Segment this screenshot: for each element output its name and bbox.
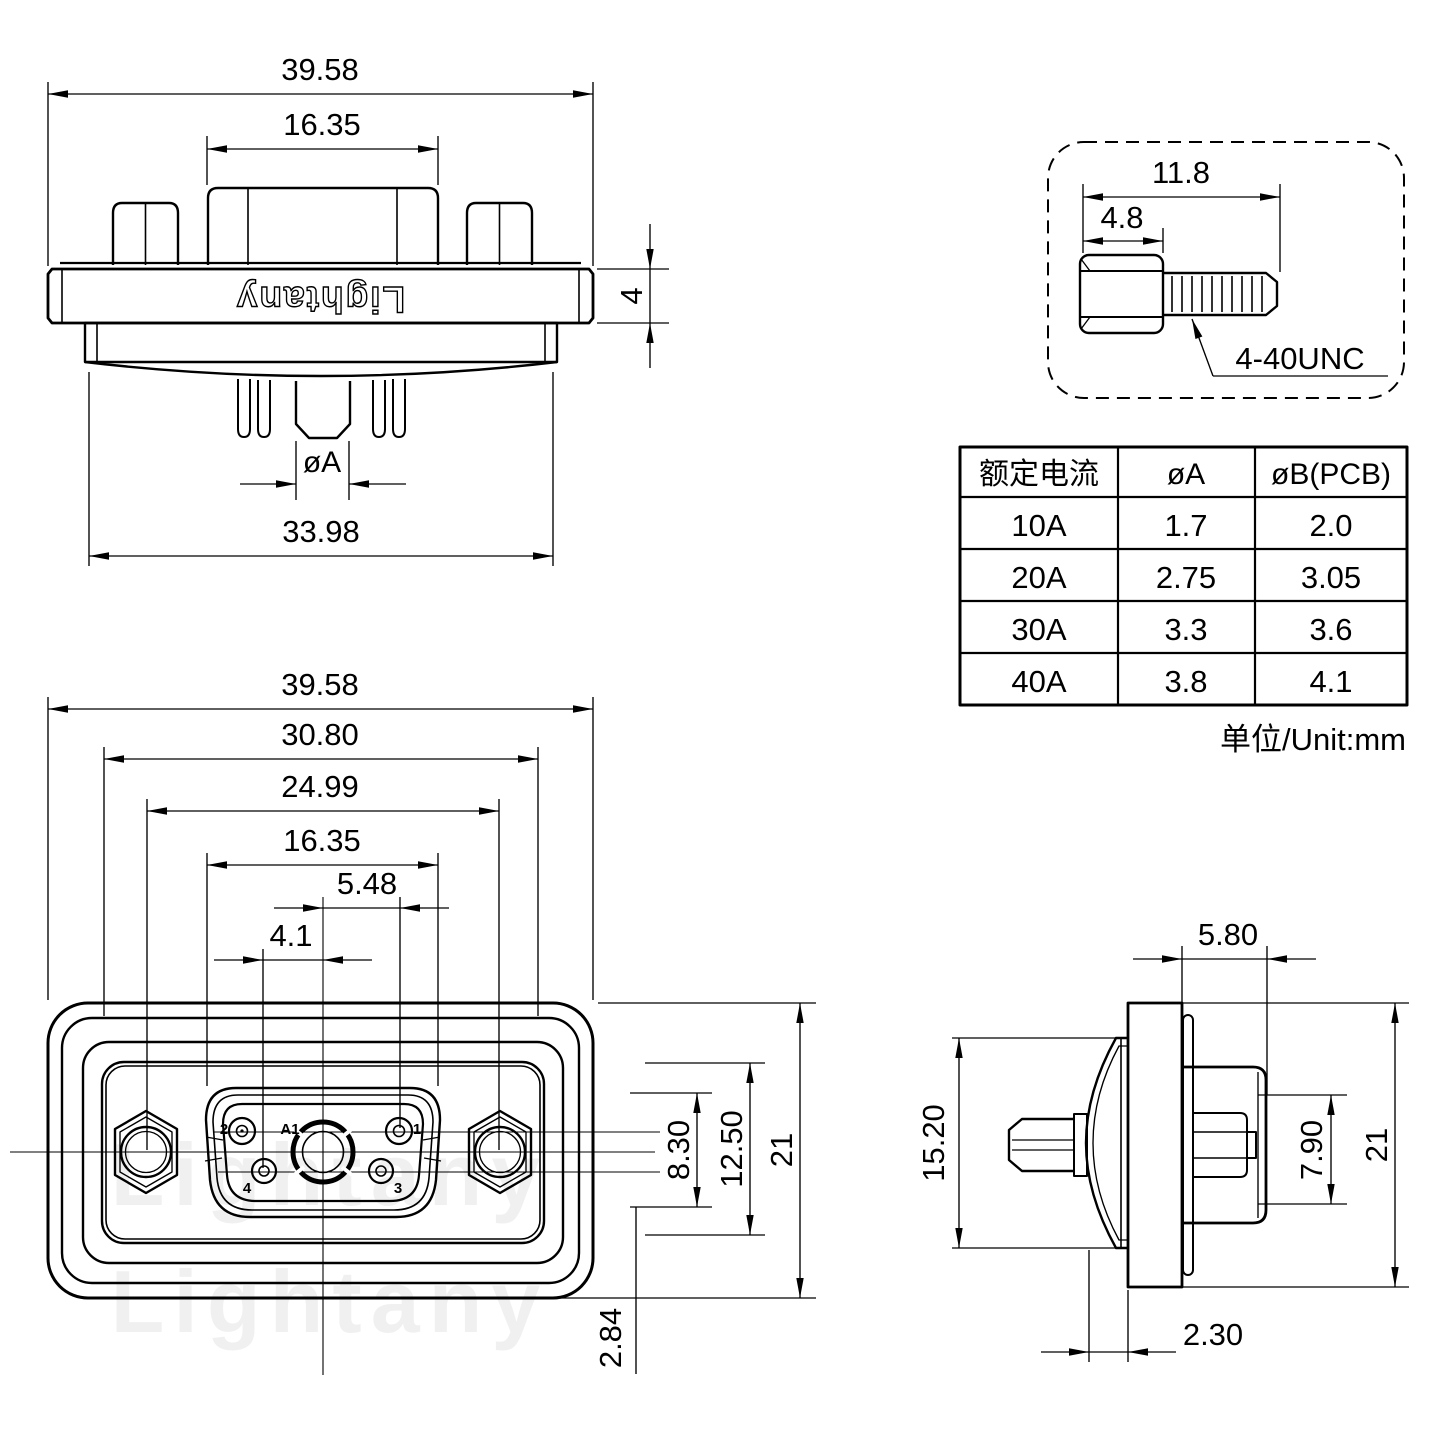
table-row: 10A 1.7 2.0 xyxy=(1011,508,1352,543)
dim-front-pin1-offset: 5.48 xyxy=(337,866,397,901)
cell-dia-b: 3.05 xyxy=(1301,560,1361,595)
table-row: 30A 3.3 3.6 xyxy=(1011,612,1352,647)
cell-dia-a: 3.8 xyxy=(1164,664,1207,699)
dim-side-shell-depth: 5.80 xyxy=(1198,917,1258,952)
unit-note: 单位/Unit:mm xyxy=(1220,722,1406,757)
side-view-part xyxy=(1007,1001,1268,1289)
dim-side-insulator-height: 7.90 xyxy=(1294,1120,1329,1180)
pin-label-4: 4 xyxy=(243,1180,252,1197)
table-row: 40A 3.8 4.1 xyxy=(1011,664,1352,699)
cell-dia-a: 3.3 xyxy=(1164,612,1207,647)
cell-dia-a: 2.75 xyxy=(1156,560,1216,595)
dim-side-dish-offset: 2.30 xyxy=(1183,1317,1243,1352)
dim-front-mount-spacing: 24.99 xyxy=(281,769,359,804)
watermark-text: Lightany xyxy=(111,1252,550,1351)
dim-front-shell-width: 16.35 xyxy=(283,823,361,858)
screw-part xyxy=(1078,253,1279,335)
detail-boundary xyxy=(1047,141,1405,399)
dim-front-overall-height: 21 xyxy=(764,1133,799,1167)
dim-screw-total-length: 11.8 xyxy=(1152,155,1210,190)
table-header-rated-current: 额定电流 xyxy=(979,458,1099,491)
top-view: 39.58 16.35 Lightany xyxy=(46,52,669,566)
screw-detail: 11.8 4.8 4-40UNC xyxy=(1047,141,1405,399)
cell-current: 40A xyxy=(1011,664,1066,699)
dim-front-opening-height: 12.50 xyxy=(714,1110,749,1188)
pin-label-3: 3 xyxy=(394,1180,402,1197)
pin-label-1: 1 xyxy=(413,1121,421,1138)
front-view-part xyxy=(46,1001,595,1300)
cell-dia-a: 1.7 xyxy=(1164,508,1207,543)
dim-top-shell-width: 16.35 xyxy=(283,107,361,142)
dim-top-flange-thickness: 4 xyxy=(614,287,649,304)
dim-front-body-width: 30.80 xyxy=(281,717,359,752)
pin-label-2: 2 xyxy=(220,1121,228,1138)
dim-front-pin-row-span: 8.30 xyxy=(661,1120,696,1180)
table-header-dia-b: øB(PCB) xyxy=(1271,458,1391,491)
table-header-dia-a: øA xyxy=(1167,458,1205,491)
dim-front-pin4-offset: 4.1 xyxy=(269,918,312,953)
cell-current: 30A xyxy=(1011,612,1066,647)
side-view: 5.80 15.20 7.90 21 2.30 xyxy=(916,917,1409,1362)
cell-current: 20A xyxy=(1011,560,1066,595)
cell-dia-b: 3.6 xyxy=(1309,612,1352,647)
top-view-part: Lightany xyxy=(46,186,595,440)
thread-spec-label: 4-40UNC xyxy=(1235,341,1364,376)
spec-table: 额定电流 øA øB(PCB) 10A 1.7 2.0 20A 2.75 3.0… xyxy=(958,445,1409,757)
cell-dia-b: 2.0 xyxy=(1309,508,1352,543)
dim-front-bottom-offset: 2.84 xyxy=(593,1308,628,1368)
dim-top-pin-diameter: øA xyxy=(303,446,341,479)
cell-dia-b: 4.1 xyxy=(1309,664,1352,699)
front-view: 39.58 30.80 24.99 16.35 5.48 4.1 xyxy=(10,667,816,1375)
dim-side-overall-height: 21 xyxy=(1359,1128,1394,1162)
dim-top-overall-width: 39.58 xyxy=(281,52,359,87)
brand-logo: Lightany xyxy=(235,279,405,320)
dim-front-overall-width: 39.58 xyxy=(281,667,359,702)
dim-top-body-width: 33.98 xyxy=(282,514,360,549)
pin-label-a1: A1 xyxy=(280,1121,299,1138)
dim-screw-head-length: 4.8 xyxy=(1100,200,1143,235)
cell-current: 10A xyxy=(1011,508,1066,543)
dim-side-dish-height: 15.20 xyxy=(916,1104,951,1182)
table-row: 20A 2.75 3.05 xyxy=(1011,560,1361,595)
